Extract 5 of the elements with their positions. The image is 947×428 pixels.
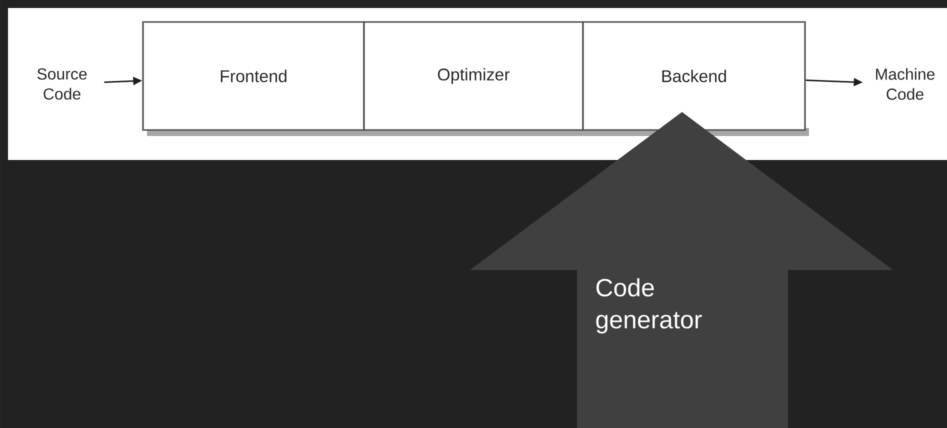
io-label: Machine Code: [876, 68, 934, 100]
stage-box: Frontend: [142, 21, 365, 131]
io-label: Source Code: [37, 68, 87, 100]
stage-box: Backend: [582, 21, 806, 131]
stage-box: Optimizer: [363, 21, 584, 131]
